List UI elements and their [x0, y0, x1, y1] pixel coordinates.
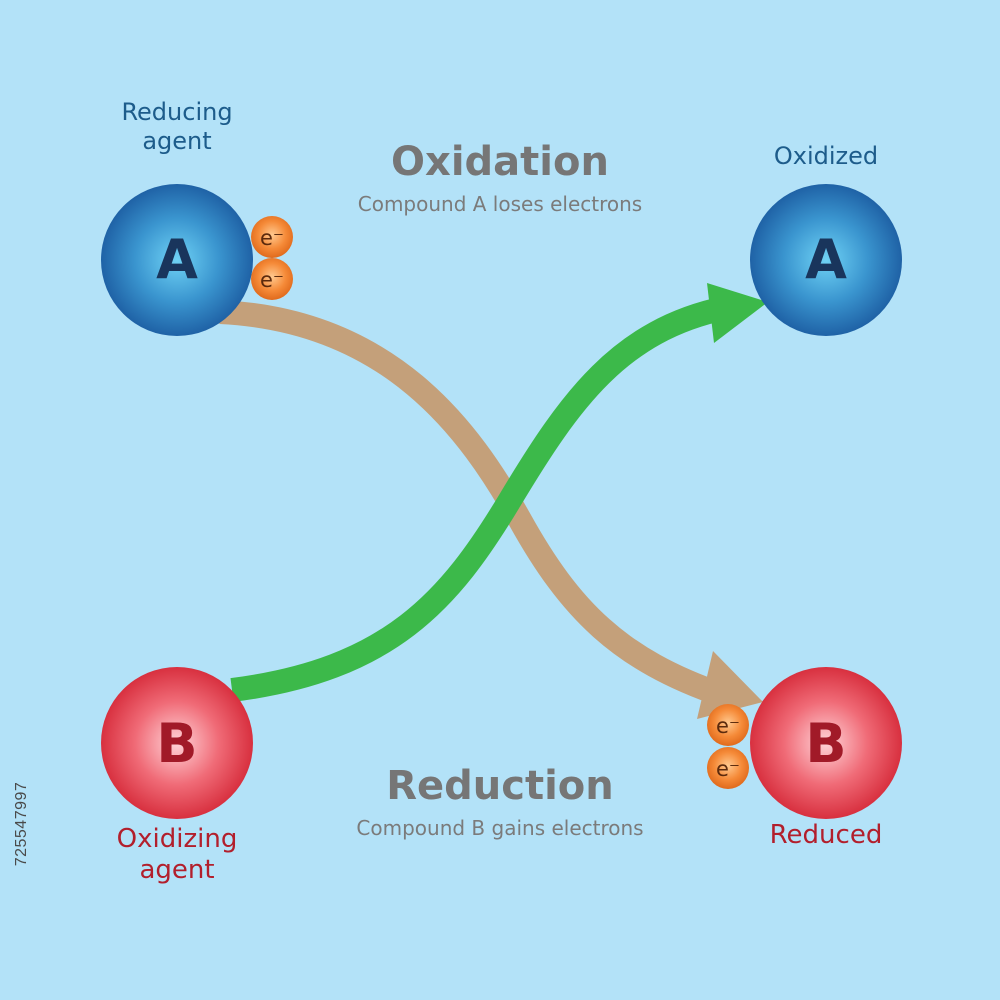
- oxidizing-agent-label-line2: agent: [139, 855, 215, 886]
- stock-id-label: 725547997: [13, 781, 30, 867]
- compound-b-reduced-circle: [750, 667, 902, 819]
- oxidation-arrow-head: [697, 651, 763, 719]
- oxidizing-agent-label-line1: Oxidizing: [116, 824, 238, 854]
- electron-b1-circle: [707, 704, 749, 746]
- reduction-arrow-body: [230, 296, 728, 702]
- compound-a-reducing-agent-circle: [101, 184, 253, 336]
- reduction-subtitle: Compound B gains electrons: [356, 816, 644, 840]
- compound-a-oxidized-circle: [750, 184, 902, 336]
- reducing-agent-label: Reducing agent: [92, 98, 262, 156]
- reduced-label: Reduced: [769, 820, 883, 850]
- compound-a-oxidized-letter: A: [805, 228, 847, 291]
- oxidation-arrow-body: [219, 300, 726, 707]
- electron-a1-circle: [251, 216, 293, 258]
- reducing-agent-label-line1: Reducing: [121, 98, 233, 126]
- electron-b2-circle: [707, 747, 749, 789]
- compound-b-oxidizing-agent-letter: B: [156, 712, 197, 775]
- electron-b1-label: e⁻: [716, 714, 740, 738]
- oxidizing-agent-label: Oxidizing agent: [82, 824, 272, 886]
- reduction-title: Reduction: [386, 763, 614, 809]
- oxidation-subtitle: Compound A loses electrons: [357, 192, 643, 216]
- reducing-agent-label-line2: agent: [142, 126, 212, 155]
- compound-a-reducing-agent-letter: A: [156, 228, 198, 291]
- compound-b-oxidizing-agent-circle: [101, 667, 253, 819]
- electron-a2-circle: [251, 258, 293, 300]
- electron-b2-label: e⁻: [716, 757, 740, 781]
- electron-a1-label: e⁻: [260, 226, 284, 250]
- reduction-arrow-head: [707, 283, 768, 343]
- oxidized-label: Oxidized: [773, 142, 879, 170]
- compound-b-reduced-letter: B: [805, 712, 846, 775]
- oxidation-title: Oxidation: [391, 139, 609, 185]
- electron-a2-label: e⁻: [260, 268, 284, 292]
